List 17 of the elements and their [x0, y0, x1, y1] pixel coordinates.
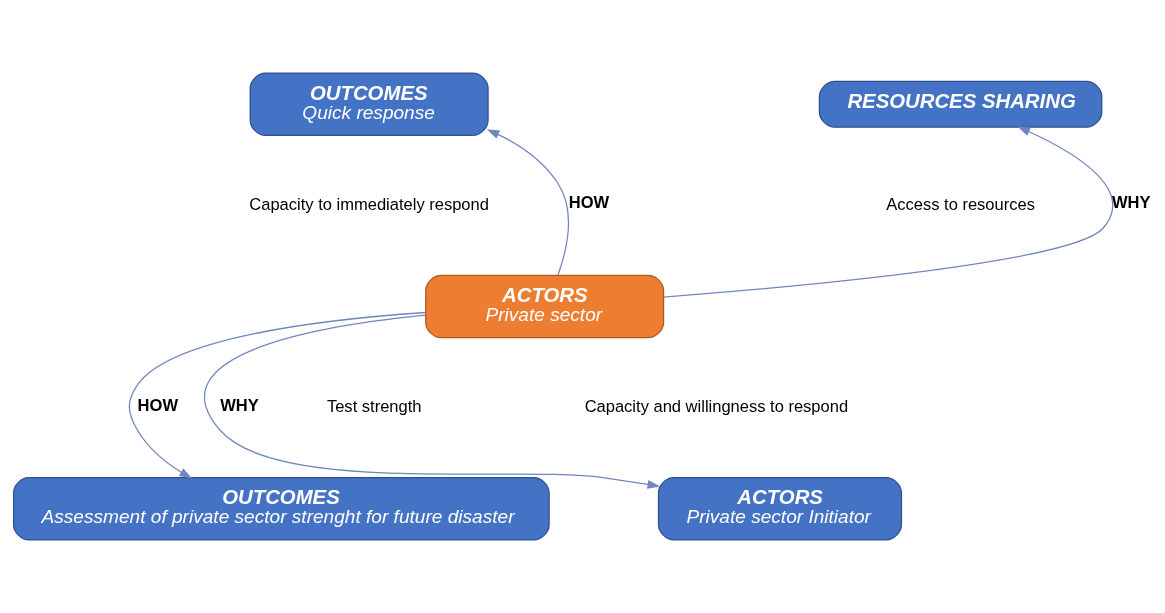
label: Test strength — [326, 396, 422, 416]
arrow — [203, 314, 661, 489]
arrow — [486, 129, 569, 276]
node-box: OUTCOMES Quick response — [249, 72, 489, 137]
node-box: OUTCOMES Assessment of private sector strenght for future disaster — [12, 476, 550, 541]
edge-label: WHY — [1111, 193, 1151, 213]
label: Capacity to immediately respond — [249, 194, 489, 214]
arrow — [128, 311, 427, 479]
node-box: ACTORS Private sector Initiator — [657, 476, 903, 541]
node-box: ACTORS Private sector — [425, 274, 665, 339]
edge-label: HOW — [568, 193, 610, 213]
label: Capacity and willingness to respond — [584, 396, 849, 416]
arrow — [663, 126, 1113, 298]
node-box: RESOURCES SHARING — [818, 80, 1103, 128]
label: Access to resources — [886, 194, 1035, 214]
edge-label: WHY — [220, 395, 259, 415]
edge-label: HOW — [137, 395, 178, 415]
